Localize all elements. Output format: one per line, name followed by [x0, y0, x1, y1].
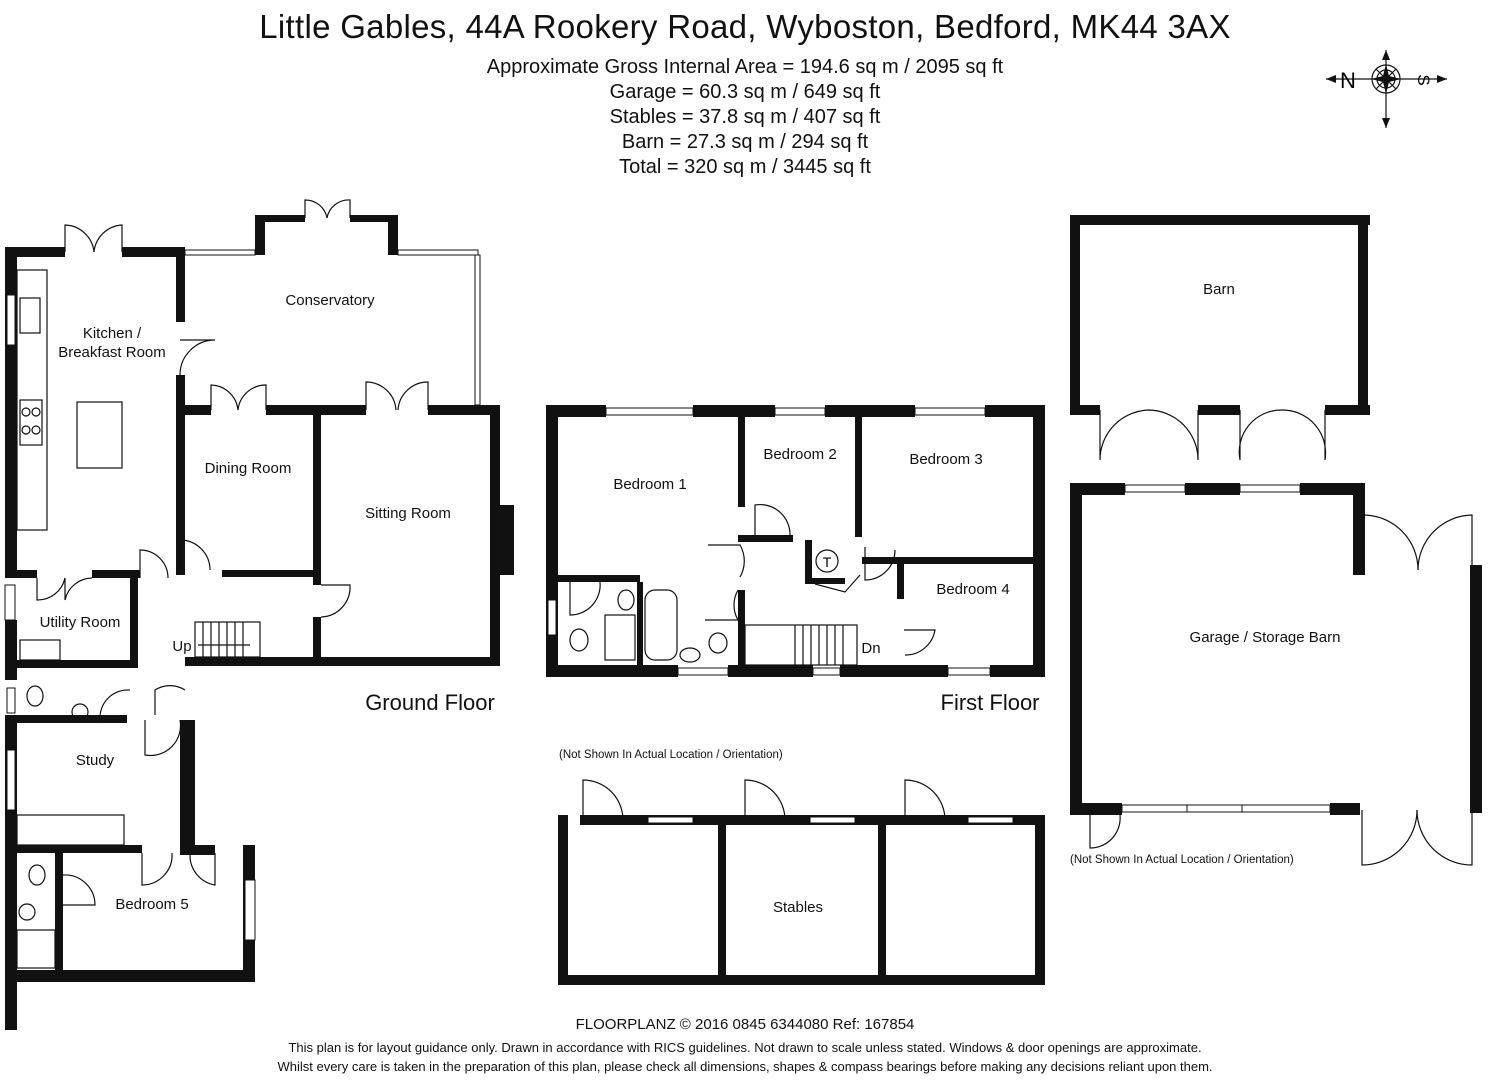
stables-location-note: (Not Shown In Actual Location / Orientat… [559, 749, 783, 761]
barn-plan [1070, 215, 1370, 461]
room-label-garage: Garage / Storage Barn [1190, 629, 1341, 646]
footer-credit: FLOORPLANZ © 2016 0845 6344080 Ref: 1678… [575, 1016, 915, 1033]
barn-area: Barn = 27.3 sq m / 294 sq ft [621, 131, 869, 153]
room-label-bedroom-4: Bedroom 4 [936, 581, 1009, 598]
compass-north-letter: N [1340, 68, 1356, 93]
room-label-utility: Utility Room [40, 614, 121, 631]
stables-plan [558, 779, 1045, 985]
room-label-stables: Stables [773, 899, 823, 916]
room-label-bedroom-5: Bedroom 5 [115, 896, 188, 913]
garage-plan [1070, 483, 1482, 866]
room-label-kitchen-line2: Breakfast Room [58, 344, 166, 361]
first-floor-label: First Floor [941, 690, 1040, 715]
gross-internal-area: Approximate Gross Internal Area = 194.6 … [486, 56, 1004, 78]
garage-location-note: (Not Shown In Actual Location / Orientat… [1070, 854, 1294, 866]
garage-area: Garage = 60.3 sq m / 649 sq ft [609, 81, 881, 103]
first-stairs-icon [744, 624, 858, 666]
room-label-dining: Dining Room [205, 460, 292, 477]
footer-disclaimer-1: This plan is for layout guidance only. D… [288, 1040, 1202, 1055]
room-label-sitting: Sitting Room [365, 505, 451, 522]
stairs-down-label: Dn [861, 640, 880, 657]
footer-disclaimer-2: Whilst every care is taken in the prepar… [277, 1059, 1213, 1074]
room-label-bedroom-1: Bedroom 1 [613, 476, 686, 493]
ground-floor-plan [4, 199, 514, 1030]
total-area: Total = 320 sq m / 3445 sq ft [619, 156, 871, 178]
water-tank-label: T [823, 554, 832, 570]
room-label-bedroom-2: Bedroom 2 [763, 446, 836, 463]
ground-floor-label: Ground Floor [365, 690, 495, 715]
room-label-conservatory: Conservatory [285, 292, 375, 309]
room-label-kitchen-line1: Kitchen / [83, 325, 142, 342]
stairs-up-label: Up [172, 638, 191, 655]
stables-area: Stables = 37.8 sq m / 407 sq ft [609, 106, 881, 128]
first-floor-plan: T [546, 405, 1045, 677]
ground-stairs-icon [194, 621, 261, 658]
room-label-bedroom-3: Bedroom 3 [909, 451, 982, 468]
plan-title: Little Gables, 44A Rookery Road, Wybosto… [259, 8, 1231, 45]
compass-south-letter: S [1414, 74, 1433, 85]
compass-rose-icon: N S [1326, 50, 1447, 128]
room-label-study: Study [76, 752, 115, 769]
room-label-barn: Barn [1203, 281, 1235, 298]
